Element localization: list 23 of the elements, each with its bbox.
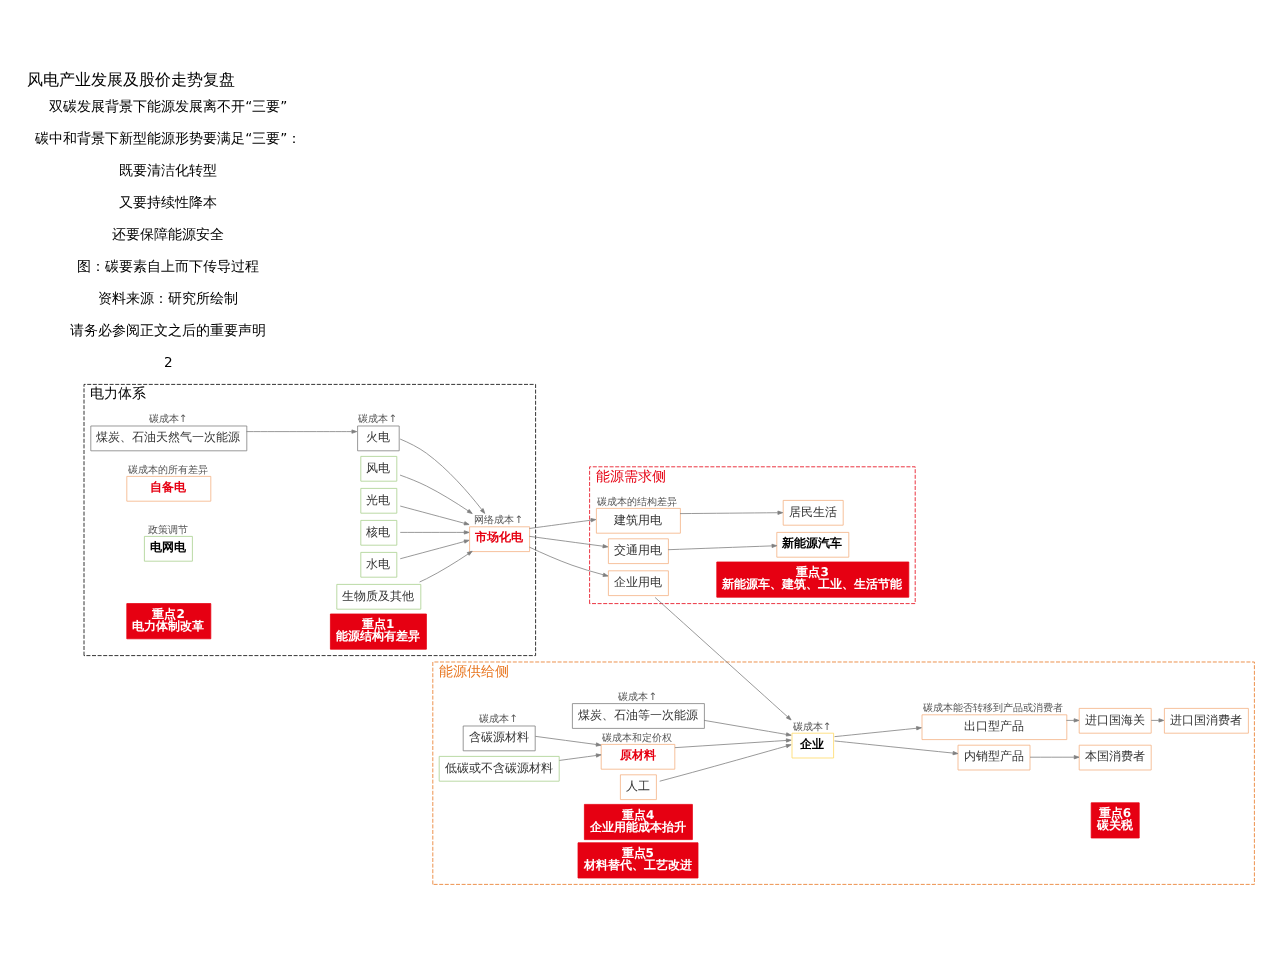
arrow bbox=[399, 539, 470, 560]
arrow bbox=[529, 535, 609, 549]
arrow bbox=[1150, 718, 1165, 723]
arrow bbox=[528, 546, 609, 577]
arrow bbox=[834, 740, 959, 756]
arrow bbox=[1029, 755, 1080, 760]
arrow bbox=[1066, 718, 1080, 723]
arrow bbox=[559, 753, 602, 761]
arrow bbox=[529, 518, 597, 529]
arrow bbox=[399, 530, 470, 535]
arrow bbox=[399, 505, 470, 526]
arrow bbox=[246, 429, 358, 434]
arrow bbox=[419, 550, 473, 583]
arrow bbox=[679, 510, 784, 515]
arrow bbox=[399, 474, 473, 514]
arrow bbox=[659, 744, 792, 782]
arrow bbox=[703, 719, 792, 737]
arrow bbox=[667, 543, 778, 551]
arrow bbox=[834, 726, 922, 738]
arrow bbox=[534, 735, 602, 747]
arrow bbox=[399, 438, 486, 514]
arrow bbox=[654, 597, 792, 721]
arrow bbox=[674, 738, 792, 749]
